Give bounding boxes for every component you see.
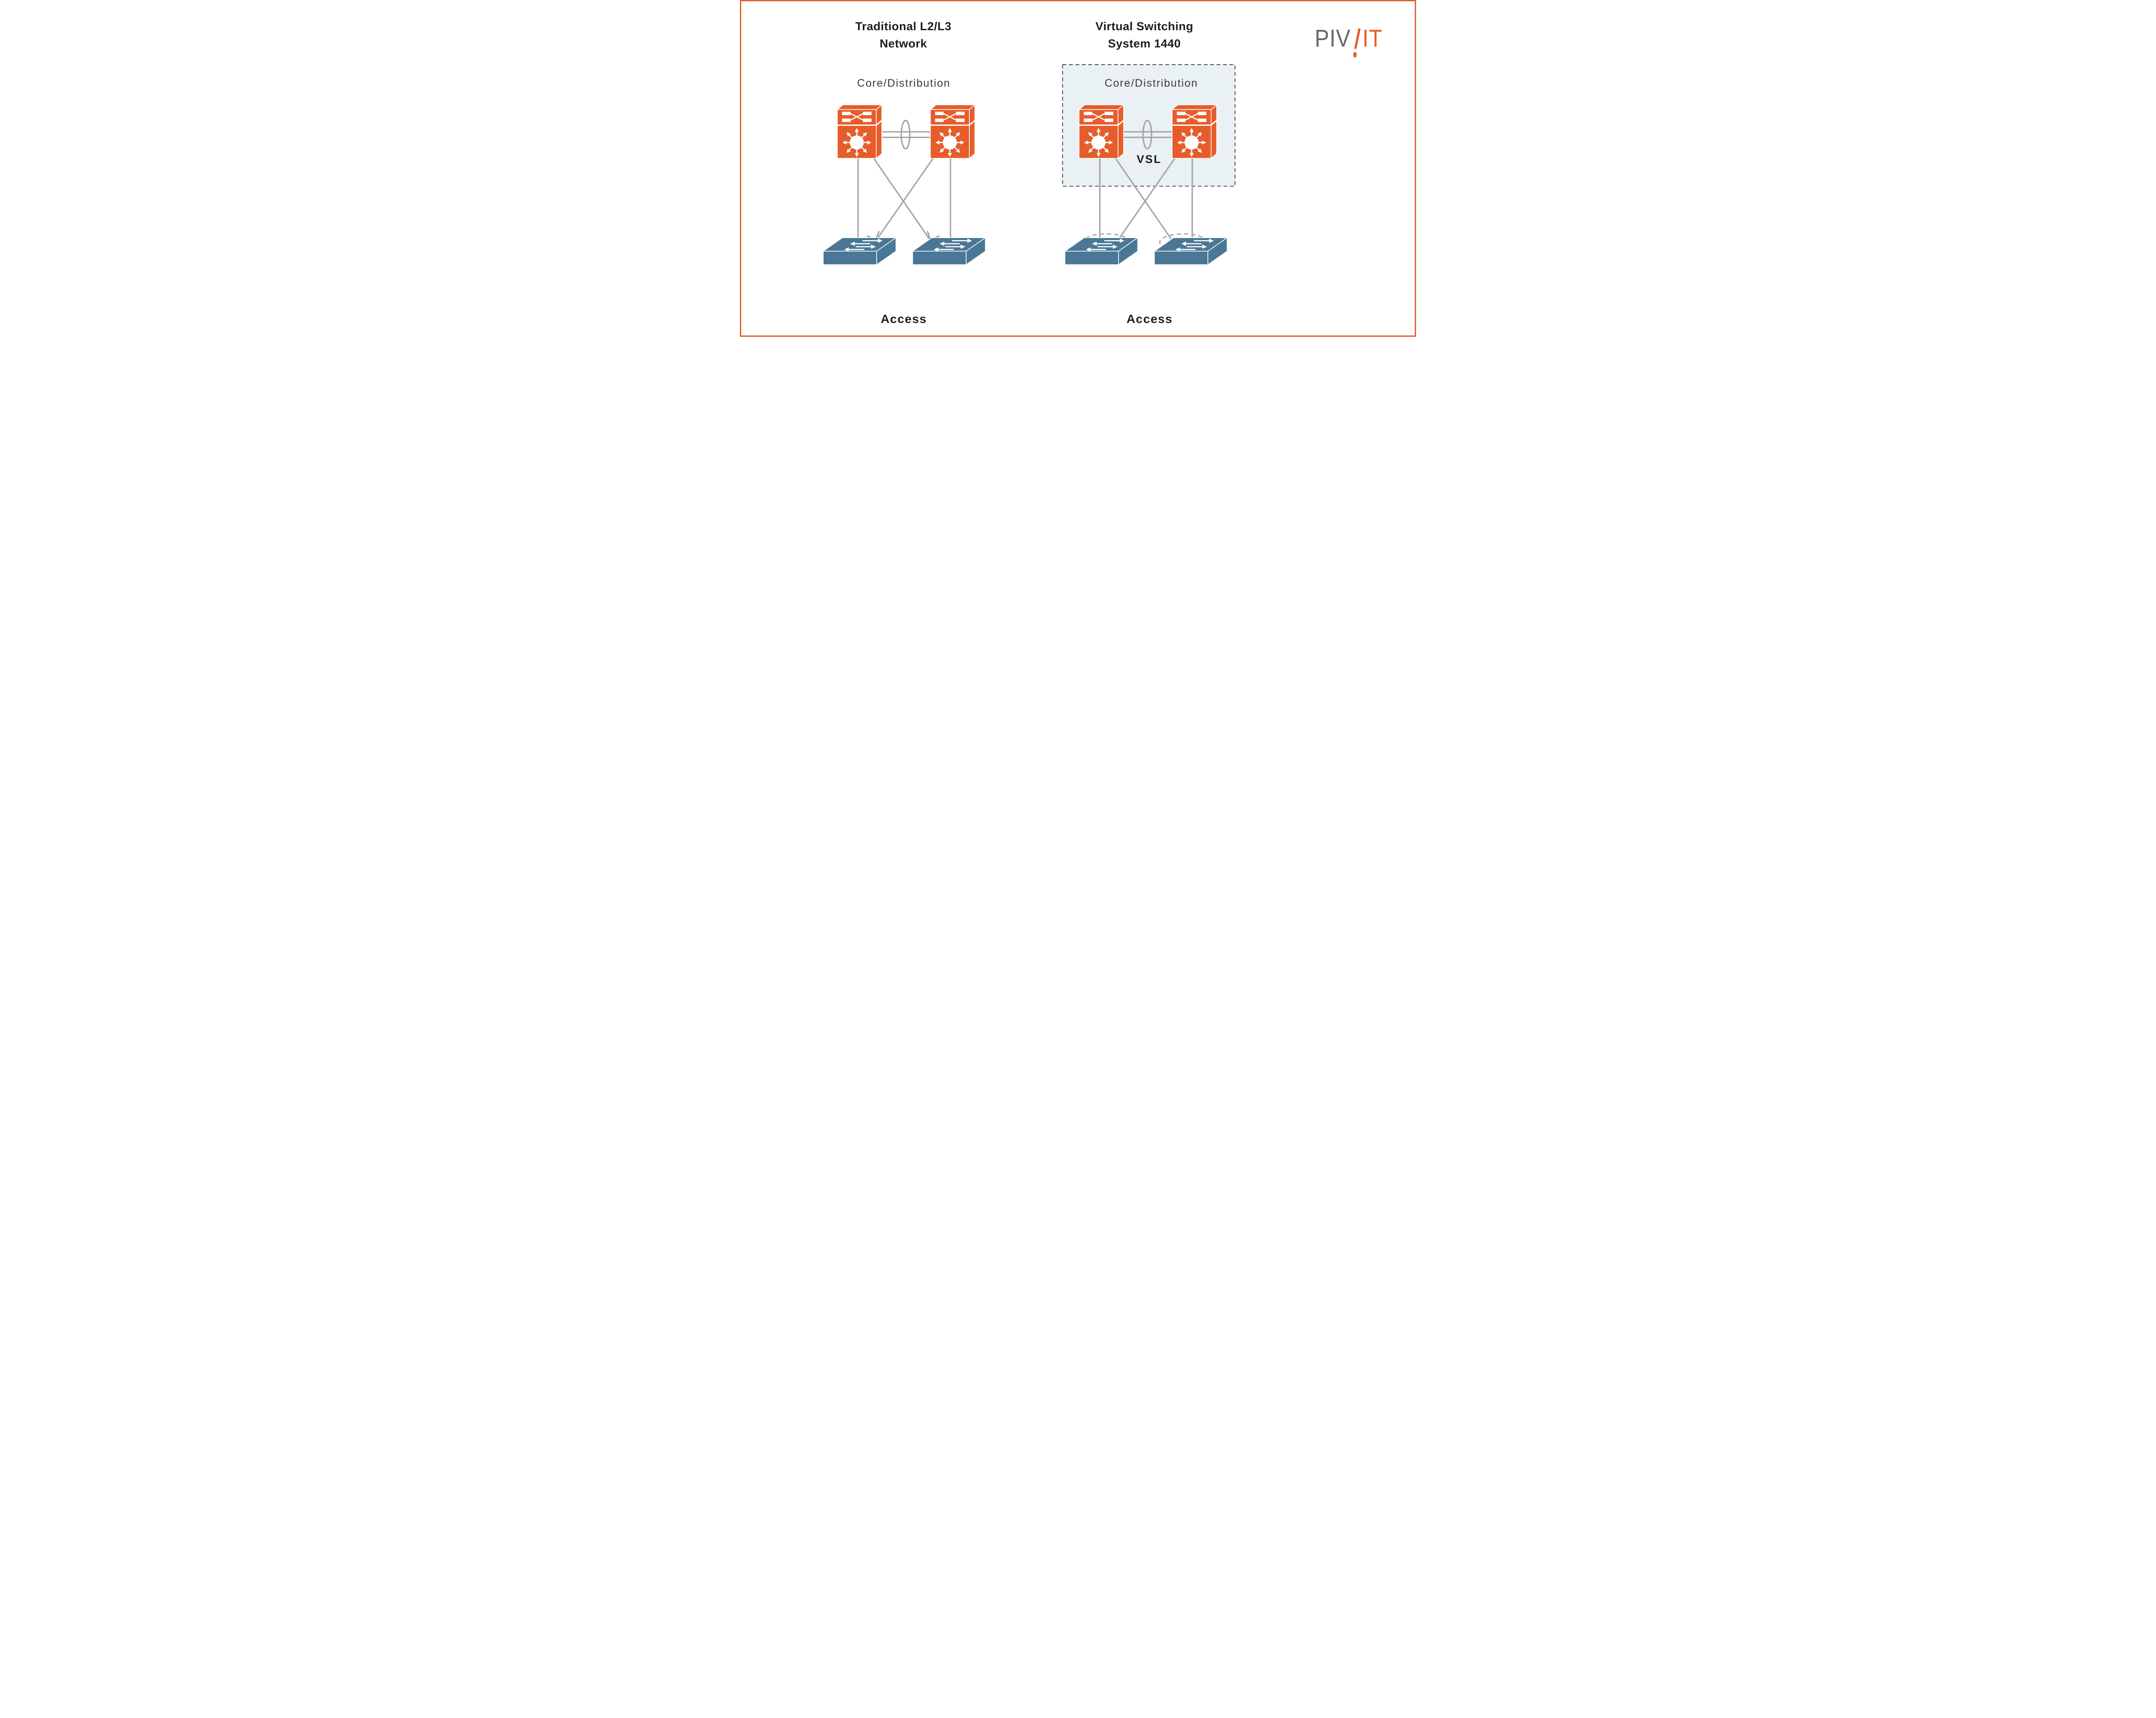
access-switch-icon bbox=[823, 238, 896, 265]
pivit-logo: PIV IT bbox=[1315, 26, 1382, 62]
access-switch-icon bbox=[912, 238, 985, 265]
right-title-line1: Virtual Switching bbox=[1095, 20, 1194, 33]
left-access-label: Access bbox=[881, 312, 927, 326]
multilayer-switch-icon bbox=[1171, 104, 1217, 159]
left-access-links bbox=[857, 157, 951, 251]
network-diagram bbox=[741, 64, 1236, 335]
access-switch-icon bbox=[1154, 238, 1227, 265]
multilayer-switch-icon bbox=[930, 104, 976, 159]
logo-gray-letters: PIV bbox=[1315, 25, 1351, 52]
etherchannel-ellipse-icon bbox=[900, 119, 911, 150]
multilayer-switch-icon bbox=[1078, 104, 1125, 159]
left-title-line1: Traditional L2/L3 bbox=[855, 20, 952, 33]
left-title-line2: Network bbox=[879, 37, 928, 50]
left-diagram-title: Traditional L2/L3 Network bbox=[855, 18, 951, 52]
left-core-distribution-label: Core/Distribution bbox=[857, 77, 951, 89]
right-diagram-title: Virtual Switching System 1440 bbox=[1095, 18, 1193, 52]
infographic-canvas: Traditional L2/L3 Network Virtual Switch… bbox=[740, 0, 1416, 337]
multilayer-switch-icon bbox=[837, 104, 883, 159]
vsl-etherchannel bbox=[1123, 119, 1172, 150]
vsl-ellipse-icon bbox=[1142, 119, 1153, 150]
vsl-label: VSL bbox=[1136, 153, 1162, 166]
right-core-distribution-label: Core/Distribution bbox=[1104, 77, 1198, 89]
access-switch-icon bbox=[1065, 238, 1138, 265]
logo-exclamation-icon bbox=[1353, 28, 1361, 58]
right-access-label: Access bbox=[1126, 312, 1173, 326]
right-title-line2: System 1440 bbox=[1108, 37, 1181, 50]
logo-orange-letters: IT bbox=[1362, 25, 1383, 52]
left-etherchannel bbox=[882, 119, 931, 150]
